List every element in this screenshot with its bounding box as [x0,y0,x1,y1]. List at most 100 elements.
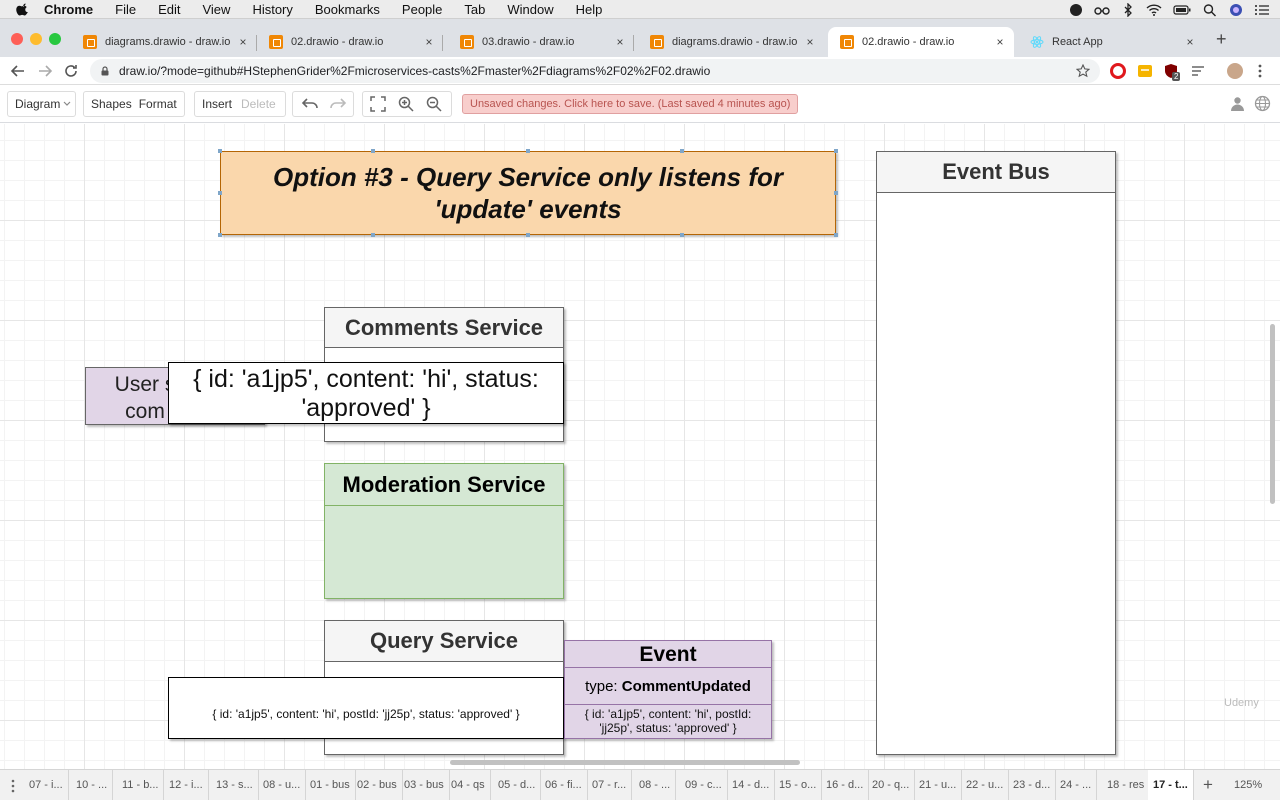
siri-icon[interactable] [1228,3,1244,17]
notes-extension-icon[interactable] [1137,63,1153,79]
tab-close-icon[interactable]: × [425,35,433,49]
selection-handle[interactable] [526,149,530,153]
page-tab[interactable]: 03 - bus [399,770,450,800]
page-tab[interactable]: 11 - b... [117,770,165,800]
query-object-box[interactable]: { id: 'a1jp5', content: 'hi', postId: 'j… [168,677,564,739]
back-icon[interactable] [10,63,26,79]
menu-file[interactable]: File [115,1,137,17]
language-globe-icon[interactable] [1254,95,1271,112]
cc-icon[interactable] [1068,3,1084,17]
page-tab[interactable]: 08 - u... [258,770,307,800]
selection-handle[interactable] [371,233,375,237]
page-tab[interactable]: 10 - ... [71,770,114,800]
page-tab[interactable]: 09 - c... [680,770,728,800]
lock-icon[interactable] [100,66,110,76]
menu-help[interactable]: Help [575,1,603,17]
page-tab[interactable]: 15 - o... [774,770,823,800]
selection-handle[interactable] [371,149,375,153]
browser-tab[interactable]: diagrams.drawio - draw.io × [71,27,257,57]
profile-avatar[interactable] [1227,63,1243,79]
format-button[interactable]: Format [138,97,177,111]
page-tab[interactable]: 24 - ... [1055,770,1098,800]
selection-handle[interactable] [218,233,222,237]
chrome-menu-icon[interactable] [1256,63,1264,79]
battery-icon[interactable] [1172,3,1192,17]
undo-icon[interactable] [301,97,319,111]
moderation-service-box[interactable]: Moderation Service [324,463,564,599]
selection-handle[interactable] [218,191,222,195]
tab-close-icon[interactable]: × [1186,35,1194,49]
menu-history[interactable]: History [252,1,293,17]
window-close-button[interactable] [11,33,23,45]
shapes-button[interactable]: Shapes [91,97,132,111]
new-tab-button[interactable]: + [1216,29,1227,49]
page-tab[interactable]: 06 - fi... [540,770,588,800]
selection-handle[interactable] [834,149,838,153]
reader-extension-icon[interactable] [1190,63,1206,79]
insert-button[interactable]: Insert [202,97,233,111]
tab-close-icon[interactable]: × [806,35,814,49]
zoom-in-icon[interactable] [398,96,414,112]
glasses-icon[interactable] [1094,3,1110,17]
browser-tab-active[interactable]: 02.drawio - draw.io × [828,27,1014,57]
menu-tab[interactable]: Tab [464,1,486,17]
browser-tab[interactable]: 03.drawio - draw.io × [448,27,634,57]
selection-handle[interactable] [218,149,222,153]
page-tab[interactable]: 18 - res [1102,770,1151,800]
event-bus-box[interactable]: Event Bus [876,151,1116,755]
page-tab[interactable]: 16 - d... [821,770,870,800]
pages-menu-icon[interactable] [10,779,16,793]
apple-icon[interactable] [16,2,30,16]
window-zoom-button[interactable] [49,33,61,45]
page-tab[interactable]: 20 - q... [867,770,916,800]
reload-icon[interactable] [63,63,79,79]
diagram-title-box[interactable]: Option #3 - Query Service only listens f… [220,151,836,235]
diagram-menu-button[interactable]: Diagram [15,97,61,111]
opera-extension-icon[interactable] [1110,63,1126,79]
page-tab[interactable]: 08 - ... [634,770,677,800]
bluetooth-icon[interactable] [1120,2,1136,17]
comment-object-box[interactable]: { id: 'a1jp5', content: 'hi', status: 'a… [168,362,564,424]
zoom-out-icon[interactable] [426,96,442,112]
browser-tab[interactable]: React App × [1018,27,1204,57]
selection-handle[interactable] [834,191,838,195]
vertical-scrollbar[interactable] [1270,324,1275,504]
browser-tab[interactable]: diagrams.drawio - draw.io × [638,27,824,57]
event-box[interactable]: Event type: CommentUpdated { id: 'a1jp5'… [564,640,772,739]
selection-handle[interactable] [680,233,684,237]
page-tab[interactable]: 02 - bus [352,770,403,800]
menu-bookmarks[interactable]: Bookmarks [314,1,380,17]
menu-app-chrome[interactable]: Chrome [44,1,94,17]
fit-page-icon[interactable] [370,96,386,112]
url-omnibox[interactable]: draw.io/?mode=github#HStephenGrider%2Fmi… [90,59,1100,83]
selection-handle[interactable] [680,149,684,153]
unsaved-changes-banner[interactable]: Unsaved changes. Click here to save. (La… [462,94,799,114]
page-tab[interactable]: 04 - qs [446,770,491,800]
page-tab[interactable]: 07 - i... [24,770,69,800]
search-icon[interactable] [1202,3,1218,17]
bookmark-star-icon[interactable] [1076,64,1090,78]
tab-close-icon[interactable]: × [239,35,247,49]
redo-icon[interactable] [329,97,347,111]
menu-edit[interactable]: Edit [158,1,181,17]
window-minimize-button[interactable] [30,33,42,45]
menu-people[interactable]: People [401,1,443,17]
url-text[interactable]: draw.io/?mode=github#HStephenGrider%2Fmi… [119,64,711,78]
forward-icon[interactable] [37,63,53,79]
tab-close-icon[interactable]: × [616,35,624,49]
page-tab[interactable]: 01 - bus [305,770,356,800]
horizontal-scrollbar[interactable] [450,760,800,765]
diagram-canvas[interactable]: Option #3 - Query Service only listens f… [0,124,1280,769]
page-tab[interactable]: 13 - s... [211,770,259,800]
zoom-level[interactable]: 125% [1234,779,1263,791]
menu-window[interactable]: Window [507,1,554,17]
page-tab[interactable]: 05 - d... [493,770,542,800]
user-icon[interactable] [1230,96,1245,111]
notification-center-icon[interactable] [1254,3,1270,17]
selection-handle[interactable] [834,233,838,237]
page-tab[interactable]: 07 - r... [587,770,633,800]
selection-handle[interactable] [526,233,530,237]
tab-close-icon[interactable]: × [996,35,1004,49]
browser-tab[interactable]: 02.drawio - draw.io × [257,27,443,57]
wifi-icon[interactable] [1146,3,1162,17]
